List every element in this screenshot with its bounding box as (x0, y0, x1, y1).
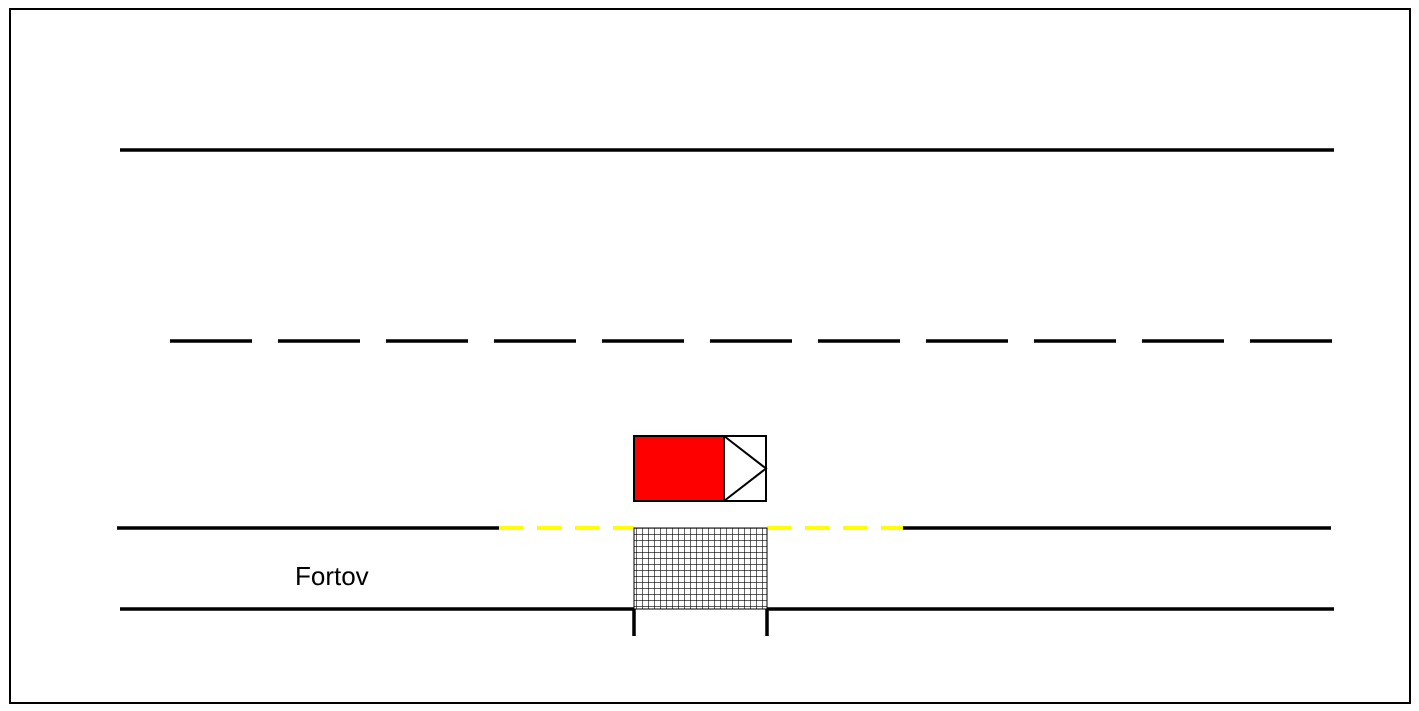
arrow-right-icon (723, 435, 768, 502)
vehicle-cab (723, 435, 767, 502)
truck-icon (633, 435, 768, 502)
crosswalk-grid (633, 527, 768, 610)
diagram-frame (9, 8, 1411, 704)
sidewalk-label: Fortov (295, 561, 369, 591)
vehicle-body (633, 435, 725, 502)
